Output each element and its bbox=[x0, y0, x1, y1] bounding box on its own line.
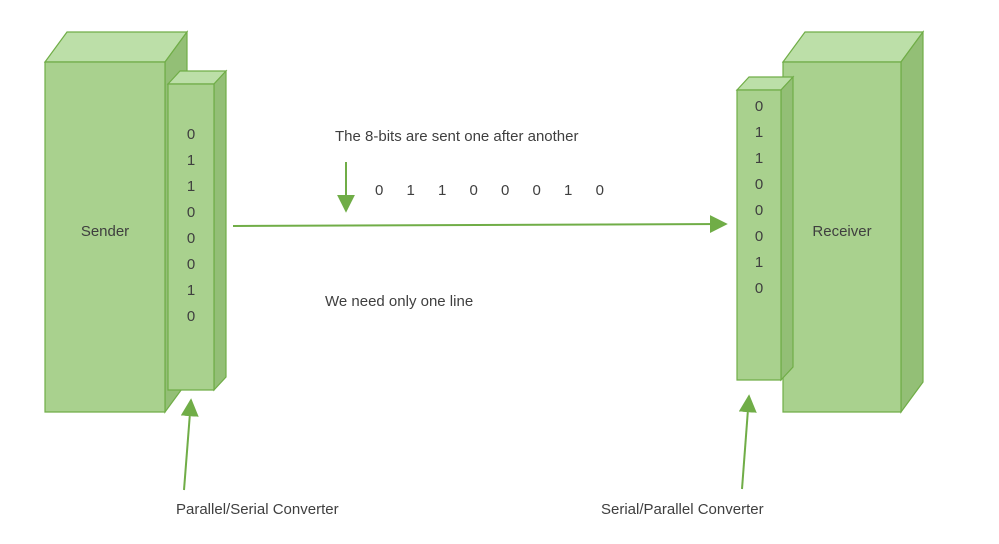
bit: 0 bbox=[186, 204, 196, 221]
sender-converter-bits: 0 1 1 0 0 0 1 0 bbox=[168, 122, 214, 330]
line-note: We need only one line bbox=[325, 293, 474, 310]
bit: 0 bbox=[754, 280, 764, 297]
bit: 0 bbox=[186, 126, 196, 143]
receiver-converter-box bbox=[735, 75, 795, 382]
right-converter-arrow-icon bbox=[738, 394, 757, 490]
right-converter-label: Serial/Parallel Converter bbox=[601, 501, 764, 518]
bit: 1 bbox=[186, 178, 196, 195]
sender-converter-box bbox=[166, 69, 228, 392]
receiver-converter-bits: 0 1 1 0 0 0 1 0 bbox=[737, 94, 781, 302]
bit: 0 bbox=[754, 202, 764, 219]
bit: 1 bbox=[754, 124, 764, 141]
bit: 1 bbox=[186, 152, 196, 169]
bit: 1 bbox=[754, 150, 764, 167]
serial-bit-stream: 0 1 1 0 0 0 1 0 bbox=[375, 182, 605, 199]
transmission-arrow bbox=[232, 215, 728, 234]
serial-note: The 8-bits are sent one after another bbox=[335, 128, 579, 145]
left-converter-label: Parallel/Serial Converter bbox=[176, 501, 339, 518]
bit: 0 bbox=[186, 308, 196, 325]
bit: 0 bbox=[754, 176, 764, 193]
left-converter-arrow-icon bbox=[180, 398, 199, 491]
sender-label: Sender bbox=[80, 223, 130, 240]
bit: 1 bbox=[186, 282, 196, 299]
bit: 0 bbox=[186, 230, 196, 247]
sender-box bbox=[43, 30, 189, 414]
bit: 0 bbox=[186, 256, 196, 273]
bit: 0 bbox=[754, 98, 764, 115]
bit: 0 bbox=[754, 228, 764, 245]
receiver-label: Receiver bbox=[812, 223, 872, 240]
bit: 1 bbox=[754, 254, 764, 271]
receiver-box bbox=[781, 30, 925, 414]
